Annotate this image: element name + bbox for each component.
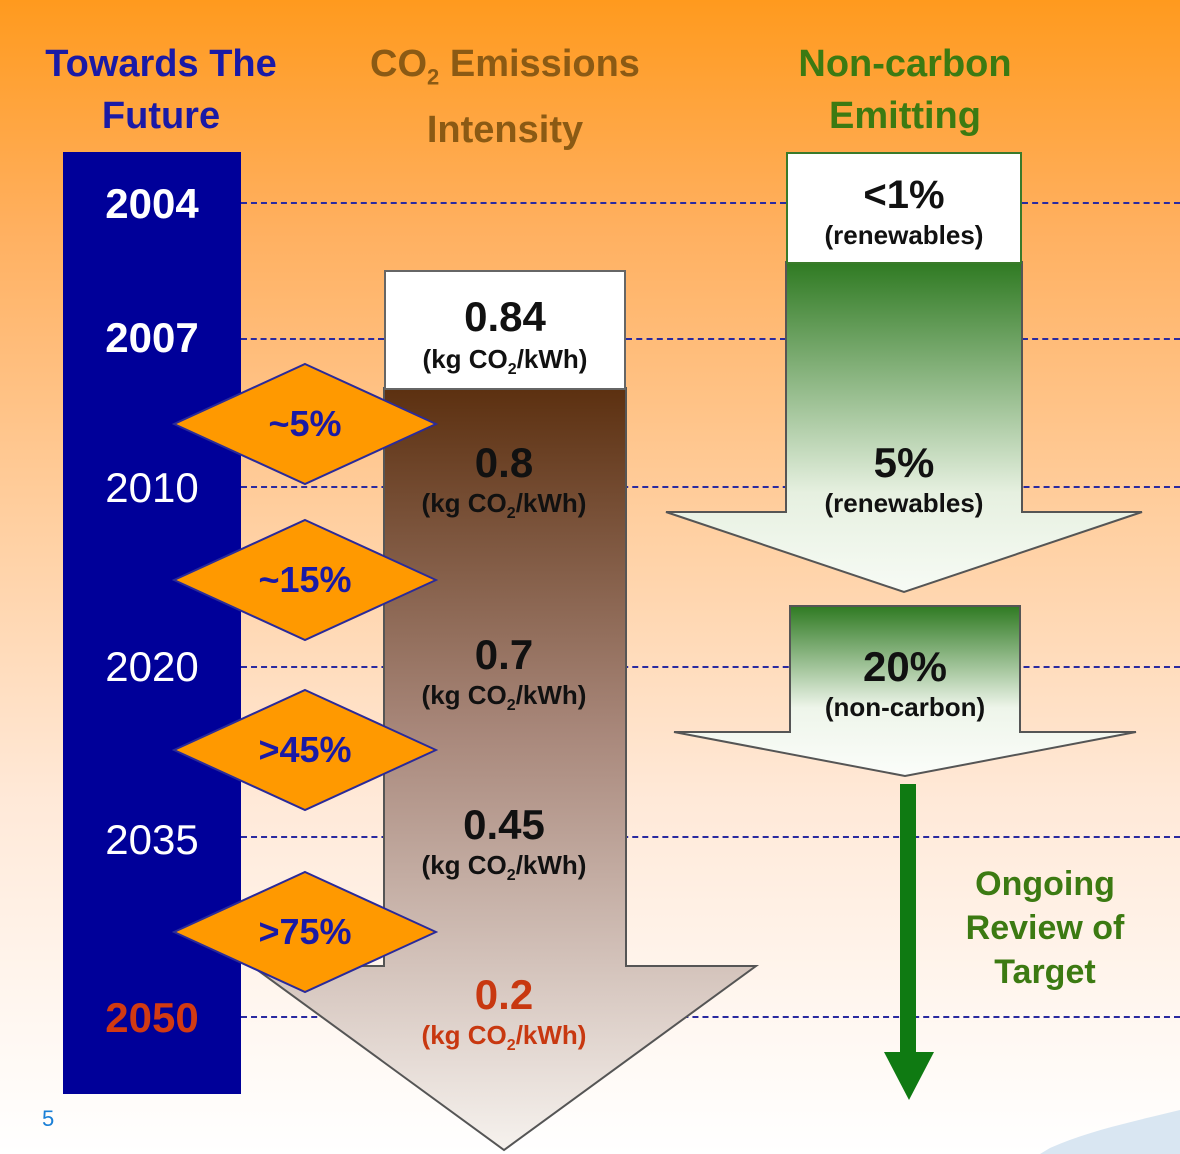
co2-2010-unit: (kg CO2/kWh) <box>421 488 587 523</box>
renewables-arrow <box>665 261 1143 594</box>
guide-line-2050 <box>241 1016 1180 1018</box>
header-co2-line2: Intensity <box>426 108 584 151</box>
year-2004: 2004 <box>105 180 199 227</box>
header-noncarbon-line2: Emitting <box>829 95 981 137</box>
guide-line-2004-left <box>241 202 786 204</box>
header-co2-intensity: CO2 Emissions Intensity <box>335 38 675 156</box>
header-non-carbon: Non-carbon Emitting <box>760 38 1050 142</box>
reduction-diamond-4 <box>172 870 438 994</box>
year-2035: 2035 <box>105 816 199 863</box>
guide-line-2007-right <box>1022 338 1180 340</box>
co2-2050-label: 0.2 (kg CO2/kWh) <box>384 972 624 1063</box>
co2-2035-unit: (kg CO2/kWh) <box>421 850 587 885</box>
page-number: 5 <box>42 1106 55 1131</box>
co2-2020-label: 0.7 (kg CO2/kWh) <box>384 632 624 723</box>
guide-line-2004-right <box>1022 202 1180 204</box>
header-noncarbon-line1: Non-carbon <box>798 43 1012 85</box>
co2-2020-value: 0.7 <box>474 631 534 678</box>
year-2007: 2007 <box>105 314 199 361</box>
reduction-label-2: ~15% <box>258 559 352 600</box>
guide-line-2010 <box>241 486 1180 488</box>
co2-2007-unit: (kg CO2/kWh) <box>422 344 588 379</box>
year-2050: 2050 <box>105 994 199 1041</box>
co2-2010-value: 0.8 <box>474 439 534 486</box>
co2-2010-label: 0.8 (kg CO2/kWh) <box>384 440 624 531</box>
noncarbon-2020-label: (non-carbon) <box>824 692 986 722</box>
noncarbon-2010-value: 5% <box>873 439 935 486</box>
co2-2007-value: 0.84 <box>464 293 546 340</box>
co2-2050-unit: (kg CO2/kWh) <box>421 1020 587 1055</box>
ongoing-review-line2: Review of <box>965 909 1125 947</box>
ongoing-review-line1: Ongoing <box>975 865 1115 903</box>
reduction-diamond-2 <box>172 518 438 642</box>
ongoing-review-arrow-shaft <box>900 784 916 1054</box>
reduction-label-1: ~5% <box>268 403 342 444</box>
guide-line-2020 <box>241 666 1180 668</box>
guide-line-2035 <box>241 836 1180 838</box>
year-2020: 2020 <box>105 643 199 690</box>
noncarbon-2010-label: (renewables) <box>824 488 984 518</box>
noncarbon-2004-box: <1% (renewables) <box>786 152 1022 264</box>
noncarbon-2020-value: 20% <box>862 643 948 690</box>
reduction-diamond-3 <box>172 688 438 812</box>
reduction-diamond-1 <box>172 362 438 486</box>
ongoing-review-arrow-head <box>884 1052 934 1100</box>
decorative-swoosh <box>1040 1110 1180 1154</box>
noncarbon-2004-value: <1% <box>863 173 945 217</box>
header-towards-line1: Towards The <box>45 43 277 85</box>
co2-2007-box: 0.84 (kg CO2/kWh) <box>384 270 626 390</box>
guide-line-2007-mid <box>626 338 786 340</box>
header-co2-line1: CO2 Emissions <box>370 43 640 90</box>
reduction-label-4: >75% <box>258 911 352 952</box>
header-towards-line2: Future <box>101 95 221 137</box>
ongoing-review-text: Ongoing Review of Target <box>945 862 1145 994</box>
guide-line-2007-left <box>241 338 384 340</box>
reduction-label-3: >45% <box>258 729 352 770</box>
noncarbon-2020-label-group: 20% (non-carbon) <box>785 644 1025 724</box>
co2-2050-value: 0.2 <box>474 971 534 1018</box>
co2-2035-label: 0.45 (kg CO2/kWh) <box>384 802 624 893</box>
co2-2020-unit: (kg CO2/kWh) <box>421 680 587 715</box>
noncarbon-2010-label-group: 5% (renewables) <box>784 440 1024 520</box>
header-towards-future: Towards The Future <box>20 38 302 142</box>
non-carbon-arrow <box>673 605 1137 778</box>
co2-2035-value: 0.45 <box>463 801 545 848</box>
ongoing-review-line3: Target <box>994 953 1096 991</box>
year-2010: 2010 <box>105 464 199 511</box>
noncarbon-2004-label: (renewables) <box>824 220 984 250</box>
